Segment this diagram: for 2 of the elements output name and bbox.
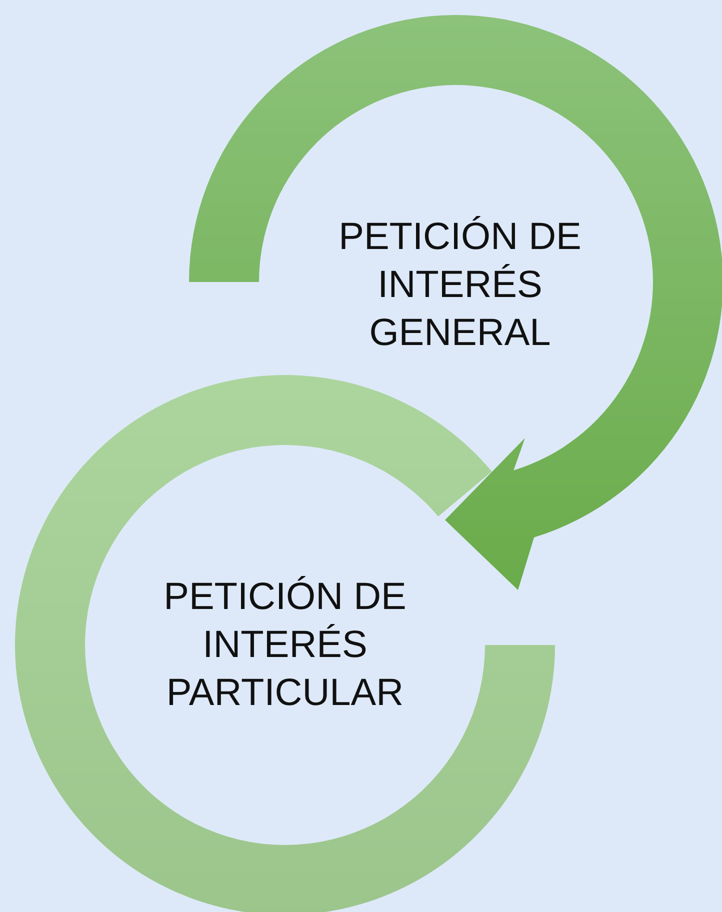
node-label: PETICIÓN DE INTERÉS PARTICULAR [162, 574, 408, 716]
node-label: PETICIÓN DE INTERÉS GENERAL [338, 214, 582, 356]
